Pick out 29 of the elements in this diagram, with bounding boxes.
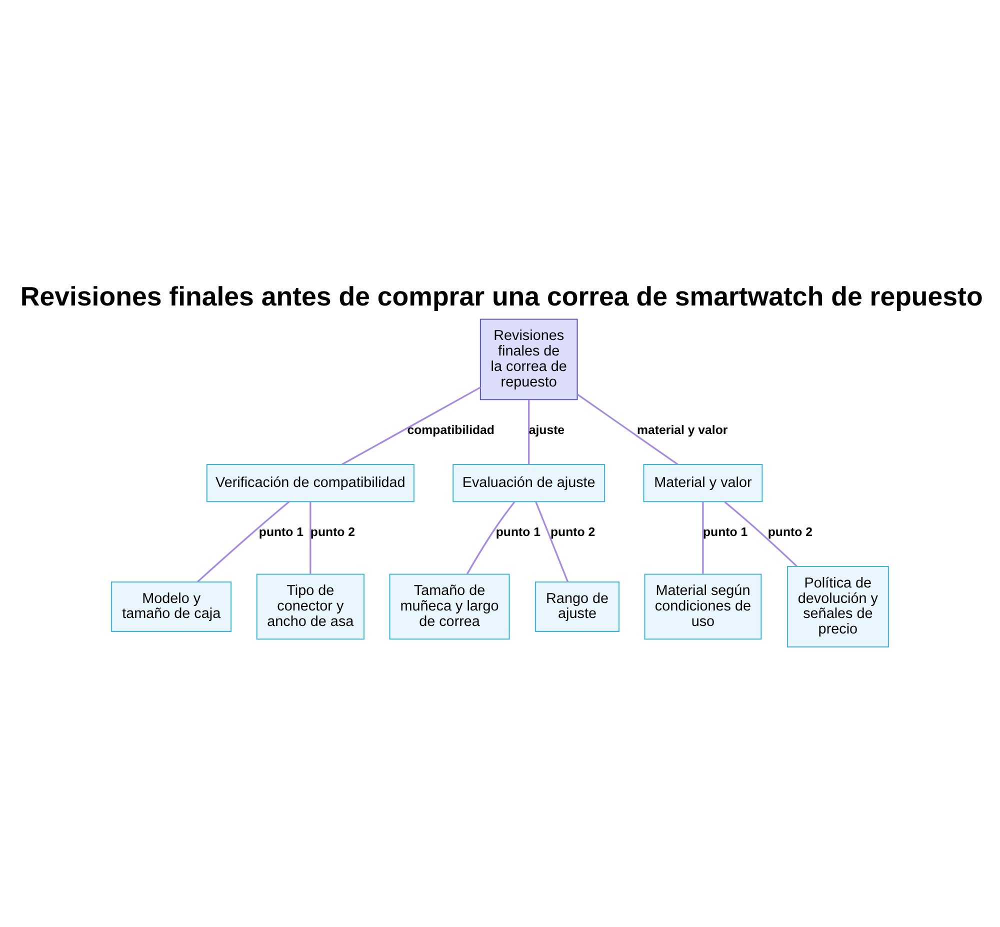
connector xyxy=(724,500,798,566)
node-box: Rango de ajuste xyxy=(535,580,620,632)
connector xyxy=(197,500,290,582)
connector xyxy=(576,393,678,465)
edge-label: compatibilidad xyxy=(407,422,494,437)
node-box: Modelo y tamaño de caja xyxy=(111,580,232,632)
edge-label: punto 2 xyxy=(550,524,596,539)
diagram-title: Revisiones finales antes de comprar una correa de smartwatch de repuesto xyxy=(20,281,983,312)
edge-label: punto 2 xyxy=(768,524,813,539)
connector xyxy=(310,501,312,574)
edge-label: ajuste xyxy=(528,422,565,437)
connector xyxy=(341,386,481,465)
node-box: Política de devolución y señales de precio xyxy=(786,566,889,647)
node-box: Verificación de compatibilidad xyxy=(206,464,414,502)
edge-label: punto 1 xyxy=(496,524,541,539)
connector xyxy=(535,500,568,582)
node-box: Material y valor xyxy=(643,464,763,502)
node-box: Revisiones finales de la correa de repuesto xyxy=(480,318,578,400)
connector xyxy=(702,501,704,574)
edge-label: punto 1 xyxy=(258,524,304,539)
connector xyxy=(466,500,516,574)
connector xyxy=(528,399,530,464)
edge-label: material y valor xyxy=(637,422,728,437)
node-box: Evaluación de ajuste xyxy=(452,464,606,502)
node-box: Tipo de conector y ancho de asa xyxy=(256,573,365,640)
node-box: Material según condiciones de uso xyxy=(644,573,762,640)
edge-label: punto 2 xyxy=(310,524,356,539)
edge-label: punto 1 xyxy=(702,524,748,539)
node-box: Tamaño de muñeca y largo de correa xyxy=(389,573,510,640)
